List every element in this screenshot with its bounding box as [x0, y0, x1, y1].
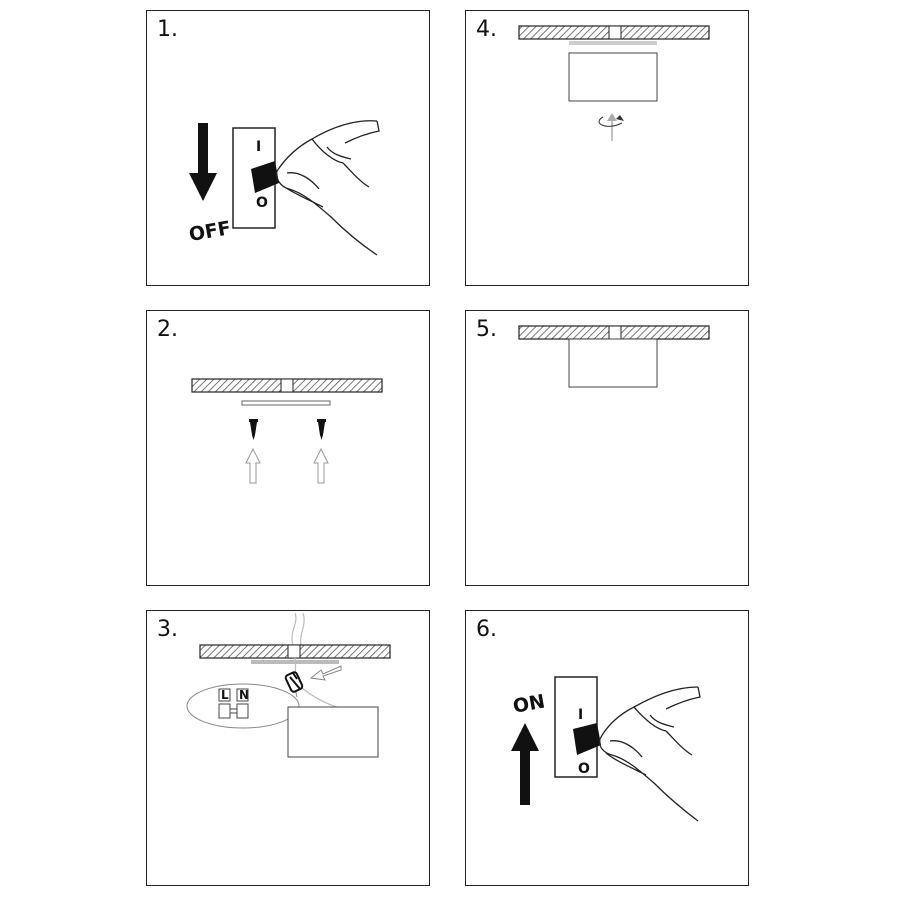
step-number: 1.: [157, 17, 178, 42]
wiring-illustration: L N: [186, 612, 391, 758]
step-number: 2.: [157, 317, 178, 342]
switch-off-mark: O: [256, 195, 268, 211]
step-number: 5.: [476, 317, 497, 342]
step-number: 4.: [476, 17, 497, 42]
ceiling-hole: [608, 325, 622, 340]
on-label: ON: [511, 691, 546, 718]
hand-icon: [275, 120, 378, 256]
mounting-plate-screws-illustration: [191, 378, 383, 484]
step-3-panel: 3. L N: [146, 610, 430, 886]
light-fixture-box: [568, 338, 658, 388]
step-2-panel: 2.: [146, 310, 430, 586]
up-arrow-icon: [245, 447, 261, 484]
off-label: OFF: [187, 217, 232, 246]
hand-icon: [598, 686, 699, 822]
step-1-panel: 1. OFF I O: [146, 10, 430, 286]
up-arrow-icon: [511, 723, 539, 805]
neutral-terminal-label: N: [239, 688, 249, 702]
up-arrow-icon: [313, 447, 329, 484]
live-terminal: [218, 703, 231, 719]
rocker-switch: [573, 723, 601, 755]
mounting-plate: [241, 400, 331, 406]
rocker-switch: [251, 161, 279, 193]
down-arrow-icon: [189, 123, 217, 201]
pointer-arrow-icon: [309, 665, 342, 681]
screw-icon: [317, 419, 326, 440]
step-4-panel: 4.: [465, 10, 749, 286]
light-fixture-box: [568, 52, 658, 102]
screw-icon: [249, 419, 258, 440]
fixture-rotate-illustration: [518, 25, 710, 141]
step-6-panel: 6. ON I O: [465, 610, 749, 886]
ceiling-hole: [280, 378, 294, 393]
supply-wire: [291, 612, 305, 646]
step-5-panel: 5.: [465, 310, 749, 586]
ceiling-hole: [287, 644, 301, 659]
switch-off-illustration: OFF I O: [187, 120, 380, 256]
fixture-installed-illustration: [518, 325, 710, 388]
terminal-connector-icon: [284, 671, 304, 693]
light-fixture-box: [287, 706, 379, 758]
step-number: 3.: [157, 617, 178, 642]
switch-on-illustration: ON I O: [511, 676, 701, 822]
rotate-arrow-icon: [598, 113, 624, 141]
switch-off-mark: O: [578, 761, 590, 777]
neutral-terminal: [236, 703, 249, 719]
step-number: 6.: [476, 617, 497, 642]
ceiling-hole: [608, 25, 622, 40]
live-terminal-label: L: [221, 688, 229, 702]
switch-on-mark: I: [578, 707, 583, 723]
mounting-plate: [569, 41, 657, 45]
switch-on-mark: I: [256, 139, 261, 155]
